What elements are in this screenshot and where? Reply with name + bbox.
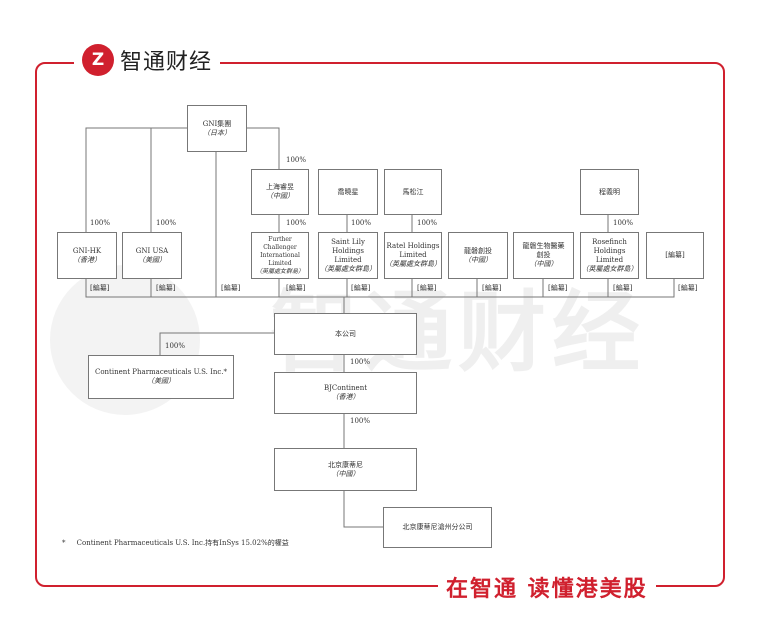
redacted-label: [編纂] xyxy=(351,284,371,292)
redacted-label: [編纂] xyxy=(482,284,502,292)
org-location: （中國） xyxy=(464,255,492,264)
org-box-cheng-yiming: 程義明 xyxy=(580,169,639,215)
org-name: 馬松江 xyxy=(402,187,424,196)
org-location: （英屬處女群島） xyxy=(320,264,376,273)
org-location: （中國） xyxy=(266,192,294,200)
org-name: 龍磐生物醫藥 xyxy=(522,242,565,250)
redacted-label: [編纂] xyxy=(221,284,241,292)
ownership-pct: 100% xyxy=(350,358,371,366)
org-box-qiao-xiaoxing: 喬曉星 xyxy=(318,169,378,215)
ownership-pct: 100% xyxy=(351,219,372,227)
footnote-mark: * xyxy=(62,539,66,547)
org-name: Limited xyxy=(399,251,427,259)
org-box-redacted: [編纂] xyxy=(646,232,704,279)
org-name: BJContinent xyxy=(323,384,368,392)
org-box-ma-songjiang: 馬松江 xyxy=(384,169,442,215)
org-location: （香港） xyxy=(331,393,360,401)
slogan: 在智通 读懂港美股 xyxy=(438,571,656,603)
ownership-pct: 100% xyxy=(286,219,307,227)
org-name: International Limited xyxy=(260,251,300,267)
org-box-longpan-vc: 龍磐創投（中國） xyxy=(448,232,508,279)
org-box-gni-hk: GNI-HK（香港） xyxy=(57,232,117,279)
redacted-label: [編纂] xyxy=(90,284,110,292)
redacted-label: [編纂] xyxy=(156,284,176,292)
org-box-shanghai-ruiyu: 上海睿昱（中國） xyxy=(251,169,309,215)
org-box-gni-usa: GNI USA（美國） xyxy=(122,232,182,279)
org-name: 上海睿昱 xyxy=(266,183,294,191)
org-box-continent-us: Continent Pharmaceuticals U.S. Inc.*（美國） xyxy=(88,355,234,399)
org-name: 北京康蒂尼滄州分公司 xyxy=(402,523,473,531)
ownership-pct: 100% xyxy=(350,417,371,425)
org-location: （中國） xyxy=(529,260,558,268)
footnote: * Continent Pharmaceuticals U.S. Inc.持有I… xyxy=(62,538,289,548)
org-name: Continent Pharmaceuticals U.S. Inc.* xyxy=(94,368,228,376)
footnote-text: Continent Pharmaceuticals U.S. Inc.持有InS… xyxy=(76,539,289,547)
org-location: （英屬處女群島） xyxy=(255,267,304,275)
org-location: （英屬處女群島） xyxy=(385,260,441,268)
ownership-pct: 100% xyxy=(156,219,177,227)
org-box-cangzhou-branch: 北京康蒂尼滄州分公司 xyxy=(383,507,492,548)
org-name: Further Challenger xyxy=(263,235,297,251)
org-location: （美國） xyxy=(138,255,166,264)
org-name: [編纂] xyxy=(665,251,685,259)
ownership-pct: 100% xyxy=(613,219,634,227)
redacted-label: [編纂] xyxy=(286,284,306,292)
redacted-label: [編纂] xyxy=(678,284,698,292)
org-box-company: 本公司 xyxy=(274,313,417,355)
org-location: （中國） xyxy=(331,469,360,478)
redacted-label: [編纂] xyxy=(548,284,568,292)
org-name: Holdings Limited xyxy=(332,246,364,264)
ownership-pct: 100% xyxy=(417,219,438,227)
org-name: Ratel Holdings xyxy=(386,242,440,250)
org-box-longpan-biomed: 龍磐生物醫藥創投（中國） xyxy=(513,232,574,279)
org-name: Holdings Limited xyxy=(593,246,626,264)
org-name: Rosefinch xyxy=(592,237,627,246)
org-location: （香港） xyxy=(73,255,101,264)
org-box-gni-group: GNI集團（日本） xyxy=(187,105,247,152)
org-name: 北京康蒂尼 xyxy=(328,460,363,469)
org-name: 喬曉星 xyxy=(337,187,359,196)
org-name: GNI-HK xyxy=(72,246,102,255)
ownership-pct: 100% xyxy=(90,219,111,227)
org-box-bjcontinent: BJContinent（香港） xyxy=(274,372,417,414)
org-name: 本公司 xyxy=(335,329,356,338)
brand-name: 智通财经 xyxy=(120,50,213,75)
red-frame xyxy=(35,62,725,587)
org-name: 龍磐創投 xyxy=(464,246,492,255)
ownership-pct: 100% xyxy=(165,342,186,350)
redacted-label: [編纂] xyxy=(417,284,437,292)
org-box-beijing-kangdini: 北京康蒂尼（中國） xyxy=(274,448,417,491)
org-name: 程義明 xyxy=(599,187,620,196)
zhitong-logo-icon: Z xyxy=(82,44,114,76)
redacted-label: [編纂] xyxy=(613,284,633,292)
org-name: GNI USA xyxy=(135,246,169,255)
org-location: （日本） xyxy=(203,128,231,137)
org-location: （英屬處女群島） xyxy=(581,264,638,273)
org-name: GNI集團 xyxy=(202,119,232,128)
brand-header: Z 智通财经 xyxy=(74,44,221,76)
org-location: （美國） xyxy=(147,377,175,385)
org-name: Saint Lily xyxy=(331,237,365,246)
ownership-pct: 100% xyxy=(286,156,307,164)
org-name: 創投 xyxy=(536,251,551,259)
